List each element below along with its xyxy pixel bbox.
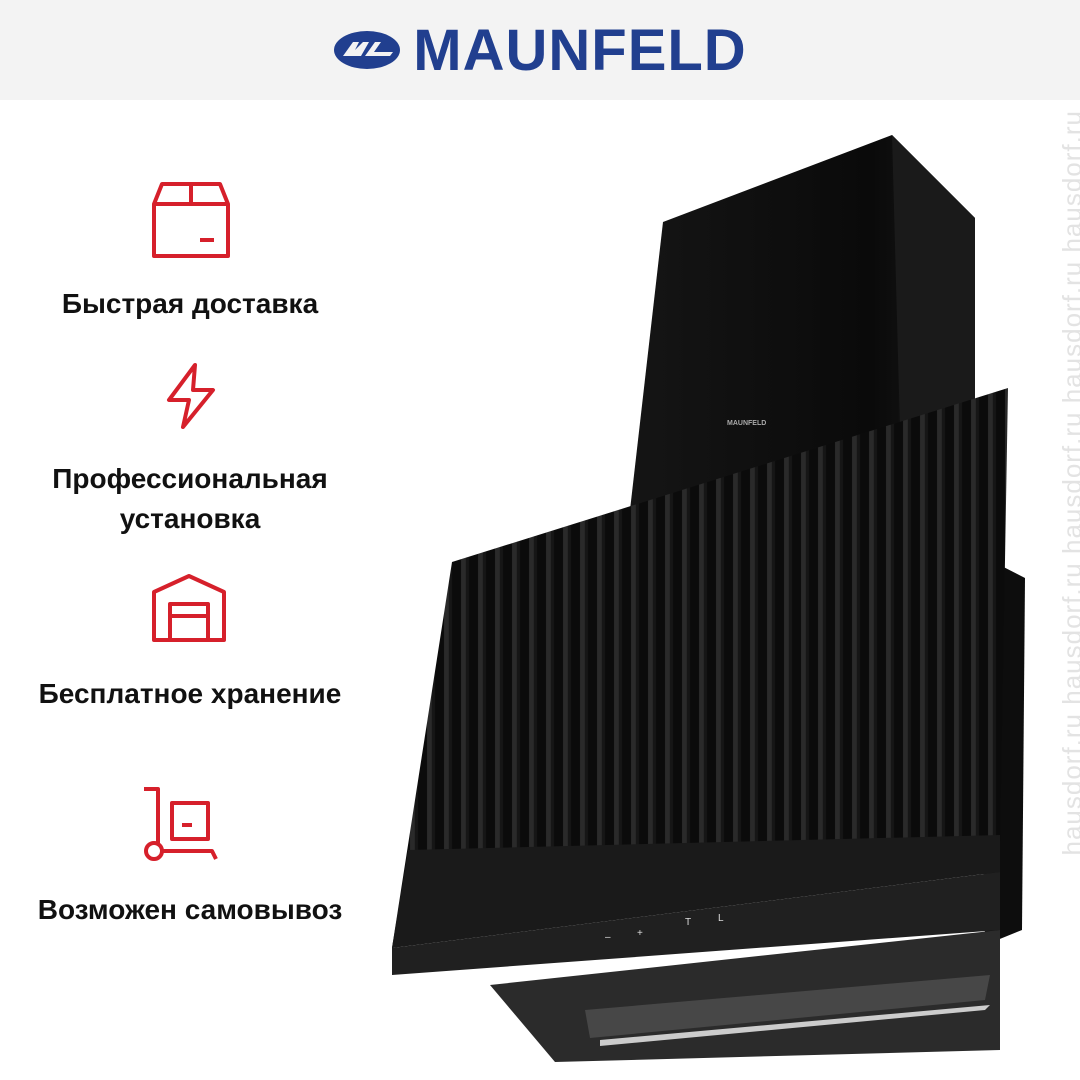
- lightning-icon: [167, 363, 215, 429]
- feature-label: Профессиональная установка: [52, 463, 328, 534]
- feature-label: Быстрая доставка: [61, 288, 319, 319]
- hood-front-panel: [392, 388, 1008, 948]
- brand-name: MAUNFELD: [413, 17, 747, 83]
- svg-text:+: +: [637, 928, 643, 939]
- svg-text:–: –: [605, 932, 611, 943]
- feature-label: Возможен самовывоз: [37, 894, 343, 925]
- svg-text:T: T: [685, 917, 691, 928]
- feature-label: Бесплатное хранение: [38, 678, 342, 709]
- brand-logo: MAUNFELD: [333, 17, 746, 84]
- warehouse-icon: [152, 574, 226, 642]
- box-icon: [152, 182, 230, 258]
- control-buttons: – + T L: [605, 913, 724, 943]
- hood-chimney: [630, 135, 975, 510]
- header-bar: MAUNFELD: [0, 0, 1080, 100]
- panel-logo: MAUNFELD: [727, 420, 766, 427]
- cart-box-icon: [144, 787, 218, 861]
- svg-text:L: L: [718, 913, 724, 924]
- brand-emblem-icon: [334, 31, 401, 69]
